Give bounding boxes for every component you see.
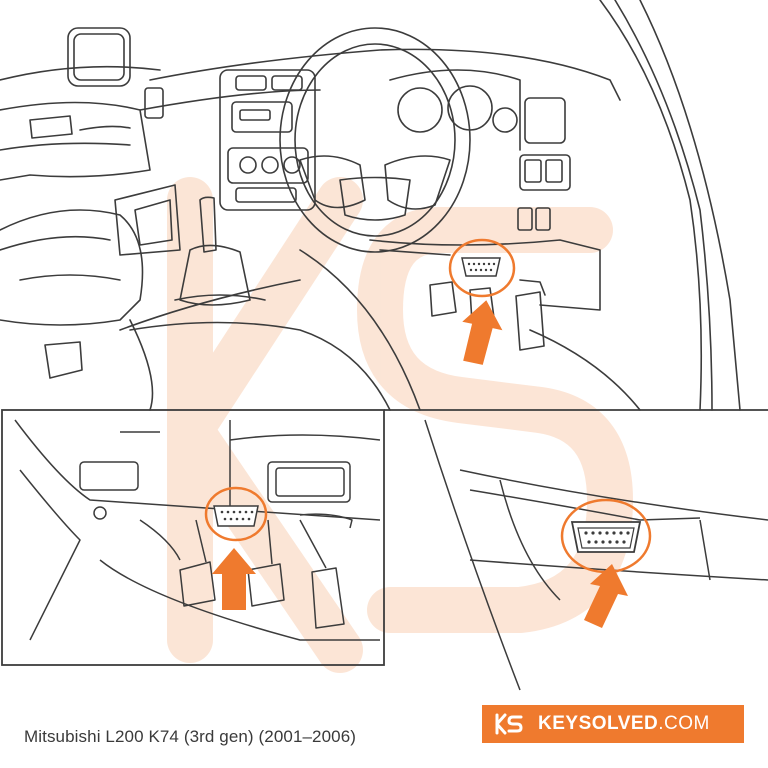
obd-port-icon xyxy=(213,505,259,527)
brand-badge[interactable]: KEYSOLVED.COM xyxy=(482,705,744,743)
detail-panel-right xyxy=(384,409,768,691)
up-arrow-icon xyxy=(462,300,503,365)
brand-name-suffix: .COM xyxy=(658,713,710,734)
brand-name: KEYSOLVED.COM xyxy=(538,713,710,735)
up-arrow-icon xyxy=(212,548,256,610)
obd-callout-top xyxy=(448,238,516,298)
ks-logo-icon xyxy=(495,713,523,735)
cabin-interior xyxy=(0,0,741,411)
brand-name-bold: KEYSOLVED xyxy=(538,713,659,734)
up-arrow-icon xyxy=(584,564,628,628)
detail-panel-left xyxy=(1,409,385,666)
vehicle-caption: Mitsubishi L200 K74 (3rd gen) (2001–2006… xyxy=(24,727,357,746)
